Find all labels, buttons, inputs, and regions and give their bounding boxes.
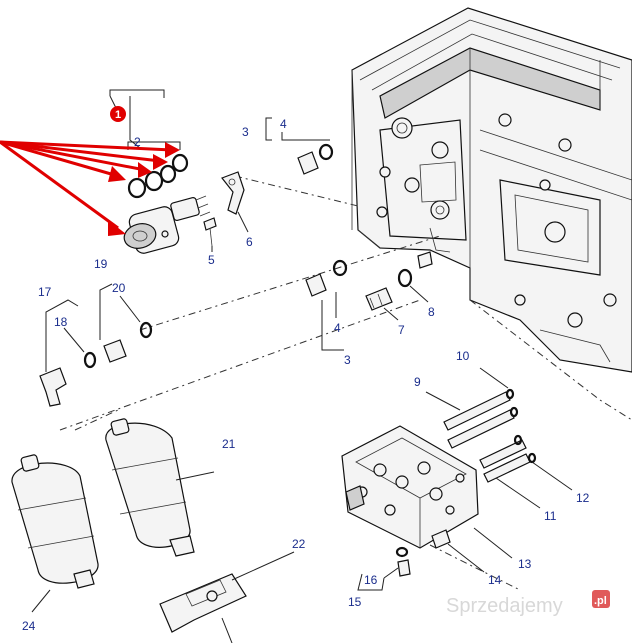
callout-24: 24	[22, 619, 36, 633]
callout-11: 11	[544, 509, 557, 523]
callout-numbers: 2 3 4 5 6 4 3 7 8 10 9 12 11 13 14 16 15…	[22, 117, 590, 633]
callout-21: 21	[222, 437, 236, 451]
leader-7	[383, 307, 399, 321]
callout-22: 22	[292, 537, 306, 551]
leader-11	[495, 477, 541, 509]
assembly-dash-lines	[59, 175, 632, 591]
callout-5: 5	[208, 253, 215, 267]
bracket-15	[357, 573, 385, 591]
leader-12	[531, 461, 573, 491]
callout-8: 8	[428, 305, 435, 319]
callout-15: 15	[348, 595, 362, 609]
red-arrows	[0, 140, 180, 236]
control-valve-block	[341, 425, 479, 549]
solenoid-valve	[123, 195, 211, 254]
bracket-1-leg	[109, 95, 141, 149]
callout-3-upper: 3	[242, 125, 249, 139]
callout-9: 9	[414, 375, 421, 389]
callout-12: 12	[576, 491, 590, 505]
o-rings	[127, 153, 189, 199]
svg-text:Sprzedajemy: Sprzedajemy	[446, 595, 563, 617]
washer-18	[83, 351, 97, 369]
svg-text:.pl: .pl	[594, 595, 607, 607]
leader-6	[237, 211, 249, 233]
leader-14	[447, 543, 485, 573]
leader-9	[425, 391, 461, 411]
plug-lower	[305, 259, 348, 297]
callout-20: 20	[112, 281, 126, 295]
lever-part	[221, 171, 245, 215]
elbow-fitting-17	[39, 367, 67, 407]
bracket-2	[127, 141, 181, 150]
bracket-3-lower	[321, 300, 344, 351]
callout-13: 13	[518, 557, 532, 571]
o-ring-12b	[527, 452, 537, 464]
callout-17: 17	[38, 285, 52, 299]
callout-18: 18	[54, 315, 68, 329]
callout-6: 6	[246, 235, 253, 249]
fitting-7	[365, 287, 393, 311]
transmission-housing	[351, 7, 632, 373]
bolt-14	[431, 529, 451, 549]
leader-10	[479, 367, 509, 389]
plug-16	[395, 546, 411, 577]
leader-18	[63, 327, 85, 353]
leader-20	[119, 295, 141, 323]
accumulator-21	[105, 418, 195, 557]
bracket-1	[109, 89, 165, 98]
o-ring-10a	[505, 388, 515, 400]
callout-7: 7	[398, 323, 405, 337]
callout-2: 2	[134, 135, 141, 149]
plug-upper	[297, 143, 334, 175]
tubes-9	[443, 391, 515, 449]
bracket-17	[45, 299, 79, 372]
screw-5	[203, 217, 217, 247]
fitting-19	[103, 339, 127, 363]
callout-10: 10	[456, 349, 470, 363]
leader-8	[409, 285, 429, 303]
leader-16	[383, 567, 399, 579]
callout-4-lower: 4	[334, 321, 341, 335]
leader-21	[175, 471, 215, 481]
callout-16: 16	[364, 573, 378, 587]
bracket-3-upper	[265, 117, 272, 141]
callout-badge: 1	[110, 106, 126, 122]
tubes-11	[479, 439, 531, 483]
housing-plug	[417, 251, 433, 269]
bracket-19	[99, 283, 113, 340]
watermark: Sprzedajemy .pl	[446, 590, 610, 617]
leader-24	[31, 589, 51, 613]
callout-3-lower: 3	[344, 353, 351, 367]
leader-13	[473, 527, 513, 559]
bracket-22	[159, 573, 247, 633]
leader-22	[231, 551, 295, 581]
o-ring-10b	[509, 406, 519, 418]
callout-14: 14	[488, 573, 502, 587]
o-ring-12a	[513, 434, 523, 446]
accumulator-24	[11, 454, 99, 589]
leader-23	[221, 617, 233, 643]
callout-4-upper: 4	[280, 117, 287, 131]
callout-19: 19	[94, 257, 108, 271]
bracket-4-upper	[281, 132, 330, 141]
svg-text:1: 1	[115, 109, 121, 121]
washer-8	[397, 268, 413, 288]
washer-20	[139, 321, 153, 339]
